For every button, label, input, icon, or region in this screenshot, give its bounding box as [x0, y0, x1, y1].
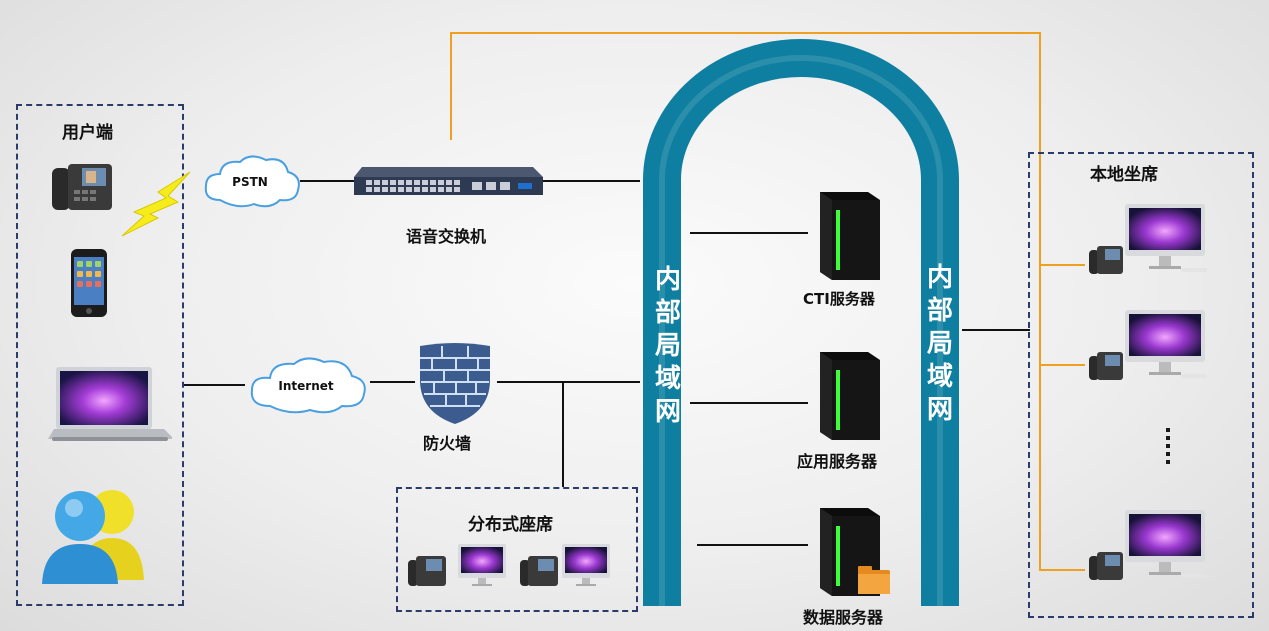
data-server-label: 数据服务器: [803, 608, 884, 627]
smartphone-icon: [71, 249, 107, 317]
local-seats-title: 本地坐席: [1090, 165, 1158, 185]
black-connectors: [183, 180, 1030, 546]
lightning-icon: [121, 171, 191, 237]
phone-icon: [520, 556, 558, 586]
distributed-workstations: [408, 544, 610, 586]
lan-label-right: 内部局域网: [926, 263, 953, 425]
folder-icon: [858, 566, 890, 594]
monitor-icon: [1125, 510, 1207, 578]
local-workstation: [1089, 204, 1207, 274]
cti-server-label: CTI服务器: [803, 290, 875, 308]
laptop-icon: [48, 367, 172, 441]
app-server-label: 应用服务器: [797, 452, 878, 471]
more-dots: [1166, 428, 1170, 464]
local-seats-group: [1028, 152, 1254, 618]
monitor-icon: [458, 544, 506, 586]
phone-icon: [1089, 246, 1123, 274]
cti-server-icon: [820, 192, 880, 280]
users-avatar-icon: [42, 490, 144, 584]
pstn-cloud-icon: PSTN: [204, 155, 300, 208]
lan-arch: [643, 39, 959, 606]
user-end-group: [16, 104, 184, 606]
firewall-icon: [420, 343, 490, 424]
local-workstation: [1089, 310, 1207, 380]
monitor-icon: [562, 544, 610, 586]
local-workstations: [1089, 204, 1207, 580]
monitor-icon: [1125, 310, 1207, 378]
phone-icon: [1089, 552, 1123, 580]
ip-phone-icon: [52, 164, 112, 210]
app-server-icon: [820, 352, 880, 440]
pstn-label: PSTN: [232, 175, 268, 189]
distributed-seats-group: [396, 487, 638, 612]
orange-connector: [450, 32, 1085, 571]
monitor-icon: [1125, 204, 1207, 272]
user-end-title: 用户端: [62, 123, 113, 143]
internet-cloud-icon: Internet: [250, 357, 366, 414]
data-server-icon: [820, 508, 890, 596]
phone-icon: [1089, 352, 1123, 380]
local-workstation: [1089, 510, 1207, 580]
network-switch-icon: [354, 167, 543, 195]
distributed-seats-title: 分布式座席: [468, 515, 553, 535]
firewall-label: 防火墙: [423, 434, 472, 453]
internet-label: Internet: [278, 379, 333, 393]
voice-switch-label: 语音交换机: [406, 227, 487, 246]
phone-icon: [408, 556, 446, 586]
lan-label-left: 内部局域网: [654, 265, 681, 427]
